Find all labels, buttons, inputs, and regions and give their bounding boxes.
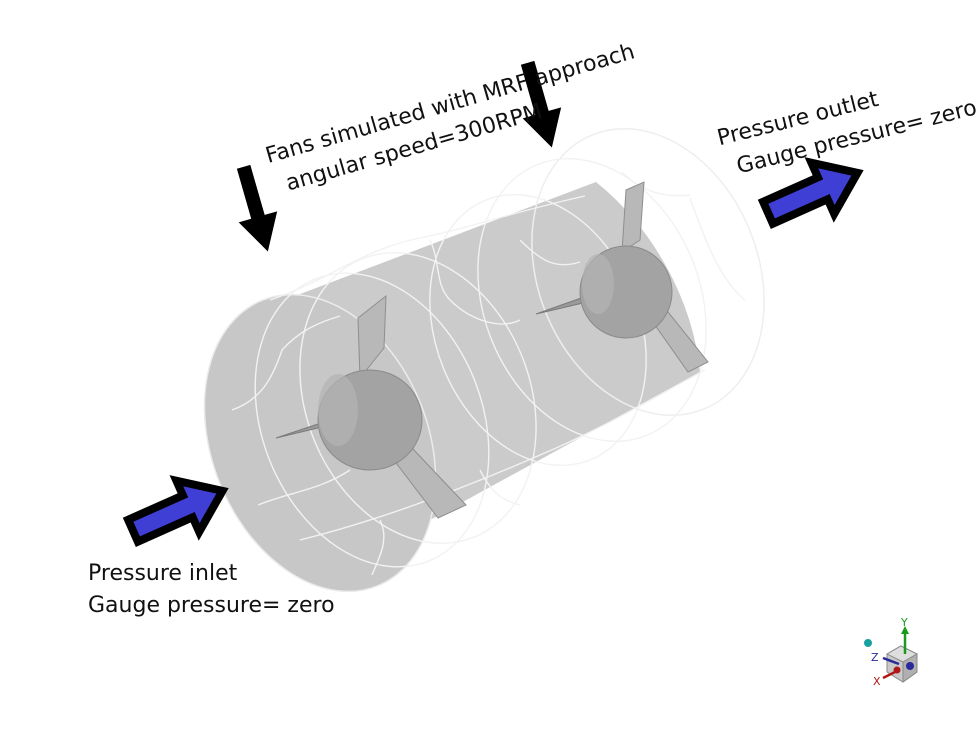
triad-label-y: Y: [900, 616, 908, 629]
inlet-annotation-line-1: Pressure inlet: [88, 561, 238, 586]
fan-2-blade-top: [621, 181, 645, 253]
cylinder-outlet-rim: [531, 127, 765, 417]
mesh-lines: [231, 158, 746, 576]
triad-label-z: Z: [871, 651, 879, 664]
fan-1-blade-top: [357, 294, 387, 380]
inlet-annotation: Pressure inlet Gauge pressure= zero: [88, 558, 335, 622]
inlet-annotation-line-2: Gauge pressure= zero: [88, 593, 335, 618]
flow-direction-arrow-icon: [122, 475, 229, 547]
down-arrow-icon: [236, 164, 278, 252]
triad-label-x: X: [873, 675, 881, 688]
axis-triad-icon: Y Z X: [864, 616, 919, 688]
down-arrow-icon: [520, 60, 562, 148]
fan-1: [275, 294, 467, 519]
fan-2: [535, 181, 709, 373]
flow-direction-arrow-icon: [757, 157, 864, 229]
cylinder-domain: [203, 127, 765, 593]
